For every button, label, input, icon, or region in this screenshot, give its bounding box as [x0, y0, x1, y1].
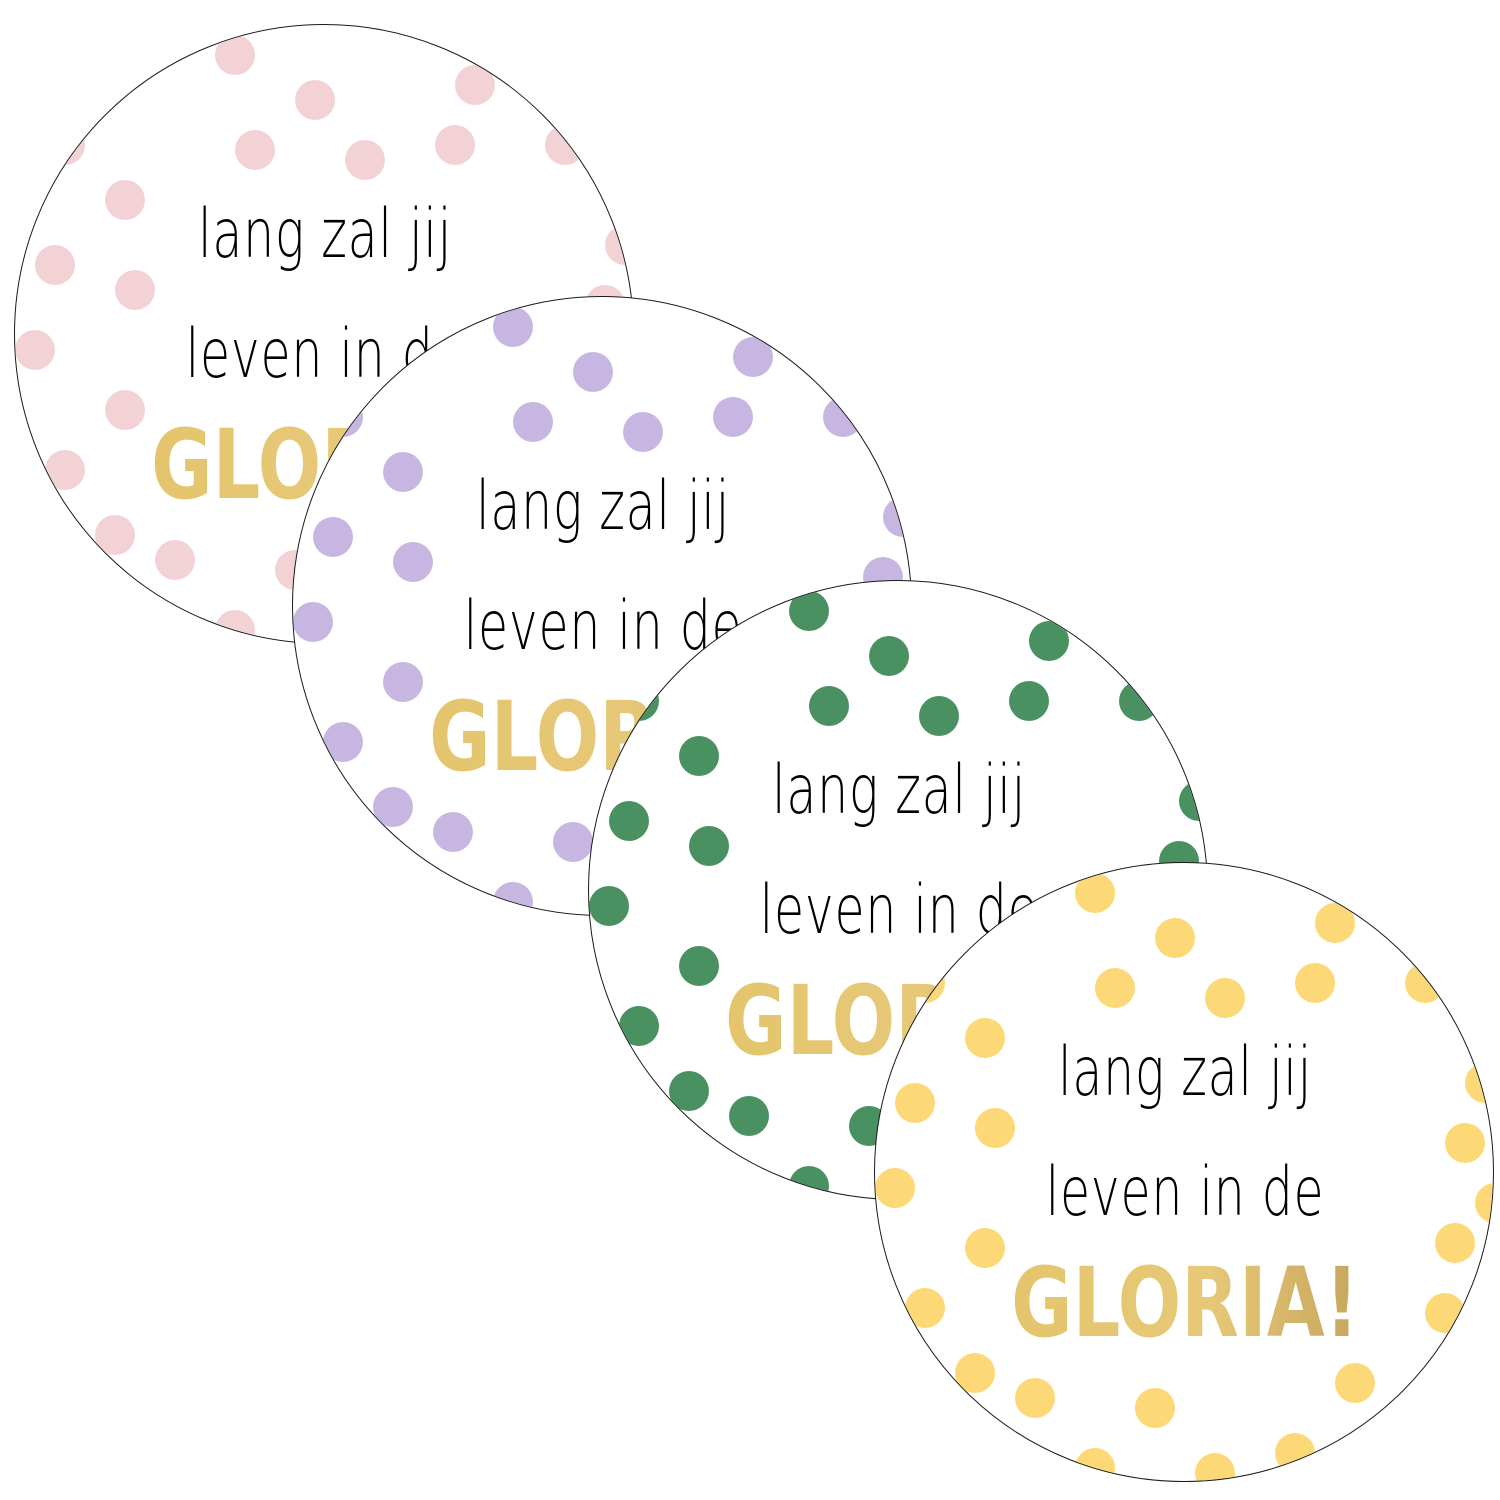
polka-dot — [303, 797, 343, 837]
polka-dot — [45, 125, 85, 165]
polka-dots — [293, 297, 911, 915]
polka-dot — [35, 245, 75, 285]
polka-dot — [45, 450, 85, 490]
polka-dot — [513, 402, 553, 442]
polka-dot — [905, 1288, 945, 1328]
polka-dot — [105, 390, 145, 430]
polka-dot — [679, 736, 719, 776]
polka-dot — [789, 591, 829, 631]
polka-dot — [215, 35, 255, 75]
polka-dot — [1179, 781, 1207, 821]
polka-dot — [713, 397, 753, 437]
polka-dot — [1335, 1363, 1375, 1403]
polka-dot — [323, 722, 363, 762]
polka-dot — [15, 330, 55, 370]
sticker-yellow: lang zal jij leven in de GLORIA! — [874, 862, 1494, 1482]
polka-dot — [1155, 918, 1195, 958]
polka-dot — [809, 686, 849, 726]
polka-dot — [493, 307, 533, 347]
polka-dot — [435, 125, 475, 165]
polka-dot — [383, 662, 423, 702]
text-line-1: lang zal jij — [198, 195, 452, 274]
polka-dots — [875, 863, 1493, 1481]
polka-dot — [965, 1018, 1005, 1058]
polka-dot — [1445, 1123, 1485, 1163]
polka-dot — [1095, 968, 1135, 1008]
polka-dot — [455, 65, 495, 105]
polka-dot — [1275, 1433, 1315, 1473]
polka-dot — [1425, 1293, 1465, 1333]
polka-dot — [599, 1081, 639, 1121]
polka-dot — [605, 225, 633, 265]
polka-dot — [215, 610, 255, 643]
polka-dot — [573, 352, 613, 392]
polka-dot — [729, 1096, 769, 1136]
polka-dot — [493, 882, 533, 915]
polka-dot — [883, 497, 911, 537]
text-line-1: lang zal jij — [476, 467, 730, 546]
sticker-text: lang zal jij leven in de GLORIA! — [293, 447, 911, 787]
polka-dot — [25, 525, 65, 565]
polka-dot — [955, 1353, 995, 1393]
text-line-2: leven in de — [463, 587, 743, 666]
polka-dot — [1475, 1183, 1493, 1223]
polka-dot — [1119, 681, 1159, 721]
polka-dot — [689, 826, 729, 866]
polka-dot — [313, 517, 353, 557]
polka-dot — [789, 1166, 829, 1199]
polka-dot — [295, 80, 335, 120]
polka-dot — [1009, 681, 1049, 721]
polka-dot — [235, 130, 275, 170]
polka-dot — [323, 397, 363, 437]
polka-dot — [733, 337, 773, 377]
polka-dot — [1315, 903, 1355, 943]
polka-dot — [869, 636, 909, 676]
polka-dot — [373, 787, 413, 827]
polka-dot — [885, 1363, 925, 1403]
polka-dot — [1135, 1388, 1175, 1428]
polka-dot — [919, 696, 959, 736]
polka-dot — [1465, 1063, 1493, 1103]
polka-dot — [669, 1071, 709, 1111]
polka-dot — [105, 180, 145, 220]
polka-dot — [823, 397, 863, 437]
text-line-1: lang zal jij — [772, 751, 1026, 830]
polka-dot — [345, 140, 385, 180]
polka-dot — [95, 515, 135, 555]
polka-dot — [679, 946, 719, 986]
text-line-1: lang zal jij — [1058, 1033, 1312, 1112]
polka-dot — [895, 1083, 935, 1123]
polka-dot — [553, 822, 593, 862]
polka-dot — [1435, 1223, 1475, 1263]
polka-dot — [383, 452, 423, 492]
polka-dot — [609, 801, 649, 841]
polka-dot — [1195, 1453, 1235, 1481]
polka-dot — [393, 542, 433, 582]
polka-dot — [619, 1006, 659, 1046]
text-line-2: leven in de — [1045, 1153, 1325, 1232]
polka-dot — [545, 125, 585, 165]
polka-dot — [619, 681, 659, 721]
polka-dot — [1405, 963, 1445, 1003]
polka-dot — [293, 602, 333, 642]
polka-dot — [623, 412, 663, 452]
polka-dot — [1075, 1448, 1115, 1481]
polka-dot — [975, 1108, 1015, 1148]
polka-dot — [1015, 1378, 1055, 1418]
sticker-text: lang zal jij leven in de GLORIA! — [875, 1013, 1493, 1353]
polka-dot — [433, 812, 473, 852]
polka-dot — [1405, 1423, 1445, 1463]
gloria-title: GLORIA! — [943, 1253, 1427, 1353]
polka-dot — [1205, 978, 1245, 1018]
polka-dot — [965, 1228, 1005, 1268]
polka-dot — [155, 540, 195, 580]
polka-dot — [1295, 963, 1335, 1003]
polka-dot — [115, 270, 155, 310]
polka-dot — [1029, 621, 1069, 661]
polka-dot — [1075, 873, 1115, 913]
polka-dot — [589, 886, 629, 926]
polka-dot — [905, 963, 945, 1003]
polka-dot — [875, 1168, 915, 1208]
